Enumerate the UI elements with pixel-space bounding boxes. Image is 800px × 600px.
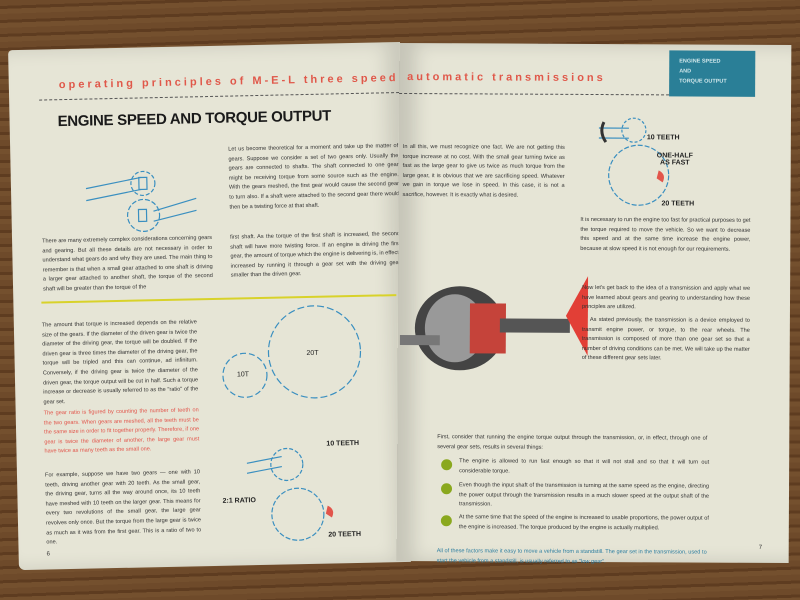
bullet-icon bbox=[440, 515, 452, 527]
right-page: automatic transmissions ENGINE SPEED AND… bbox=[396, 42, 792, 565]
paragraph-stated: As stated previously, the transmission i… bbox=[581, 316, 750, 362]
bullet-icon bbox=[441, 459, 453, 471]
page-title: ENGINE SPEED AND TORQUE OUTPUT bbox=[57, 107, 332, 131]
header-divider bbox=[399, 92, 670, 96]
running-header-left: operating principles of M-E-L three spee… bbox=[58, 72, 399, 92]
bullet-icon bbox=[440, 483, 453, 495]
label-2-1-ratio: 2:1 RATIO bbox=[222, 497, 256, 505]
paragraph-fact: In all this, we must recognize one fact.… bbox=[402, 143, 565, 199]
label-20-teeth: 20 TEETH bbox=[328, 530, 362, 539]
left-page: operating principles of M-E-L three spee… bbox=[8, 42, 411, 571]
paragraph-amount: The amount that torque is increased depe… bbox=[41, 319, 199, 406]
paragraph-necessary: It is necessary to run the engine too fa… bbox=[580, 216, 751, 253]
gear-pair-illustration bbox=[85, 170, 197, 233]
tab-line: ENGINE SPEED bbox=[679, 58, 721, 65]
speed-gear-illustration bbox=[598, 117, 670, 206]
red-arrow-icon bbox=[565, 275, 589, 356]
label-10-teeth: 10 TEETH bbox=[646, 134, 680, 142]
bullet-item: The engine is allowed to run fast enough… bbox=[459, 458, 710, 475]
tab-line: TORQUE OUTPUT bbox=[679, 78, 727, 85]
paragraph-gear-ratio: The gear ratio is figured by counting th… bbox=[43, 407, 200, 455]
paragraph-now: Now let's get back to the idea of a tran… bbox=[581, 284, 751, 311]
section-tab: ENGINE SPEED AND TORQUE OUTPUT bbox=[669, 50, 756, 97]
transmission-cutaway-illustration bbox=[399, 286, 570, 371]
label-20t: 20T bbox=[306, 349, 319, 358]
bullet-item: Even though the input shaft of the trans… bbox=[458, 482, 710, 508]
label-as-fast: AS FAST bbox=[660, 159, 690, 167]
paragraph-first: First, consider that running the engine … bbox=[437, 434, 708, 451]
running-header-right: automatic transmissions bbox=[407, 71, 606, 85]
10t-20t-gear-diagram bbox=[222, 305, 362, 399]
paragraph-theory: Let us become theoretical for a moment a… bbox=[228, 143, 400, 211]
label-10-teeth: 10 TEETH bbox=[326, 439, 360, 448]
page-number: 6 bbox=[46, 551, 51, 558]
tab-line: AND bbox=[679, 68, 692, 75]
paragraph-example: For example, suppose we have two gears —… bbox=[44, 469, 202, 546]
2-1-ratio-gear-illustration bbox=[246, 447, 334, 541]
page-number: 7 bbox=[758, 544, 763, 551]
header-divider bbox=[39, 92, 400, 101]
label-10t: 10T bbox=[236, 371, 250, 379]
paragraph-low-gear: All of these factors make it easy to mov… bbox=[436, 548, 707, 565]
bullet-item: At the same time that the speed of the e… bbox=[458, 514, 709, 531]
label-20-teeth: 20 TEETH bbox=[661, 200, 695, 208]
paragraph-first-shaft: first shaft. As the torque of the first … bbox=[229, 231, 401, 279]
paragraph-intro: There are many extremely complex conside… bbox=[42, 234, 213, 293]
